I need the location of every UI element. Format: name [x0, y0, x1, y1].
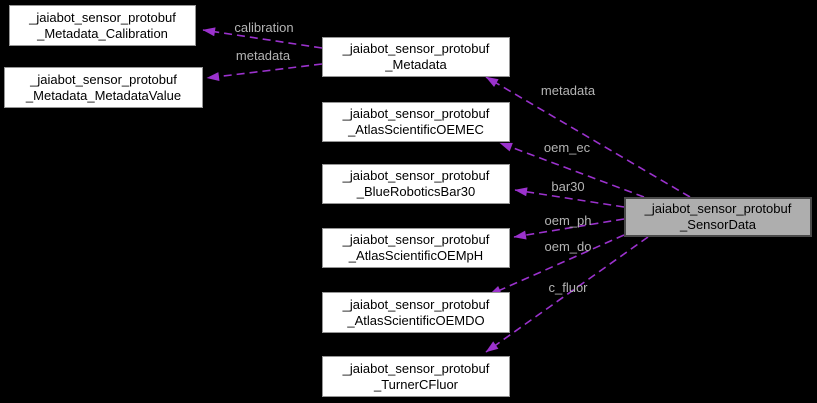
node-label-line1: _jaiabot_sensor_protobuf: [30, 71, 177, 87]
node-atlasscientific-oemph[interactable]: _jaiabot_sensor_protobuf_AtlasScientific…: [322, 228, 510, 268]
node-label-line1: _jaiabot_sensor_protobuf: [342, 168, 490, 183]
edge-label-oem_do: oem_do: [544, 239, 592, 254]
edge-metadata: [485, 76, 691, 198]
node-label-line2: _AtlasScientificOEMDO: [347, 312, 485, 328]
edge-c_fluor: [485, 236, 649, 353]
edge-label-bar30: bar30: [551, 179, 585, 194]
edge-metadata-value: [206, 63, 323, 82]
edge-label-metadata-value: metadata: [235, 48, 291, 63]
node-turner-cfluor[interactable]: _jaiabot_sensor_protobuf_TurnerCFluor: [322, 356, 510, 397]
node-label-line2: _Metadata_MetadataValue: [25, 87, 182, 103]
edge-label-oem_ph: oem_ph: [544, 213, 592, 228]
node-label-line2: _BlueRoboticsBar30: [356, 184, 476, 199]
edge-label-calibration: calibration: [234, 20, 294, 35]
node-atlasscientific-oemdo[interactable]: _jaiabot_sensor_protobuf_AtlasScientific…: [322, 292, 510, 333]
edge-label-metadata: metadata: [540, 83, 596, 98]
node-metadata-calibration[interactable]: _jaiabot_sensor_protobuf_Metadata_Calibr…: [9, 5, 196, 46]
node-sensordata: _jaiabot_sensor_protobuf_SensorData: [624, 197, 812, 237]
node-label-line2: _Metadata: [385, 57, 447, 72]
node-metadata-metadatavalue[interactable]: _jaiabot_sensor_protobuf_Metadata_Metada…: [4, 67, 203, 108]
edge-calibration: [202, 27, 323, 49]
node-label-line2: _SensorData: [680, 217, 756, 232]
node-atlasscientific-oemec[interactable]: _jaiabot_sensor_protobuf_AtlasScientific…: [322, 102, 510, 142]
node-label-line1: _jaiabot_sensor_protobuf: [644, 201, 792, 216]
node-label-line2: _AtlasScientificOEMpH: [348, 248, 484, 263]
edge-oem_ph: [513, 218, 625, 240]
node-label-line1: _jaiabot_sensor_protobuf: [342, 232, 490, 247]
edge-label-c_fluor: c_fluor: [548, 280, 588, 295]
edge-oem_do: [488, 234, 625, 296]
node-label-line2: _Metadata_Calibration: [37, 25, 168, 41]
node-label-line1: _jaiabot_sensor_protobuf: [342, 360, 490, 376]
edge-bar30: [514, 187, 625, 208]
node-label-line1: _jaiabot_sensor_protobuf: [342, 41, 490, 56]
node-label-line2: _TurnerCFluor: [373, 376, 459, 392]
node-label-line1: _jaiabot_sensor_protobuf: [342, 106, 490, 121]
node-label-line1: _jaiabot_sensor_protobuf: [29, 9, 176, 25]
node-label-line1: _jaiabot_sensor_protobuf: [342, 296, 490, 312]
node-metadata[interactable]: _jaiabot_sensor_protobuf_Metadata: [322, 37, 510, 77]
node-label-line2: _AtlasScientificOEMEC: [348, 122, 484, 137]
node-bluerobotics-bar30[interactable]: _jaiabot_sensor_protobuf_BlueRoboticsBar…: [322, 164, 510, 204]
edge-label-oem_ec: oem_ec: [543, 140, 591, 155]
